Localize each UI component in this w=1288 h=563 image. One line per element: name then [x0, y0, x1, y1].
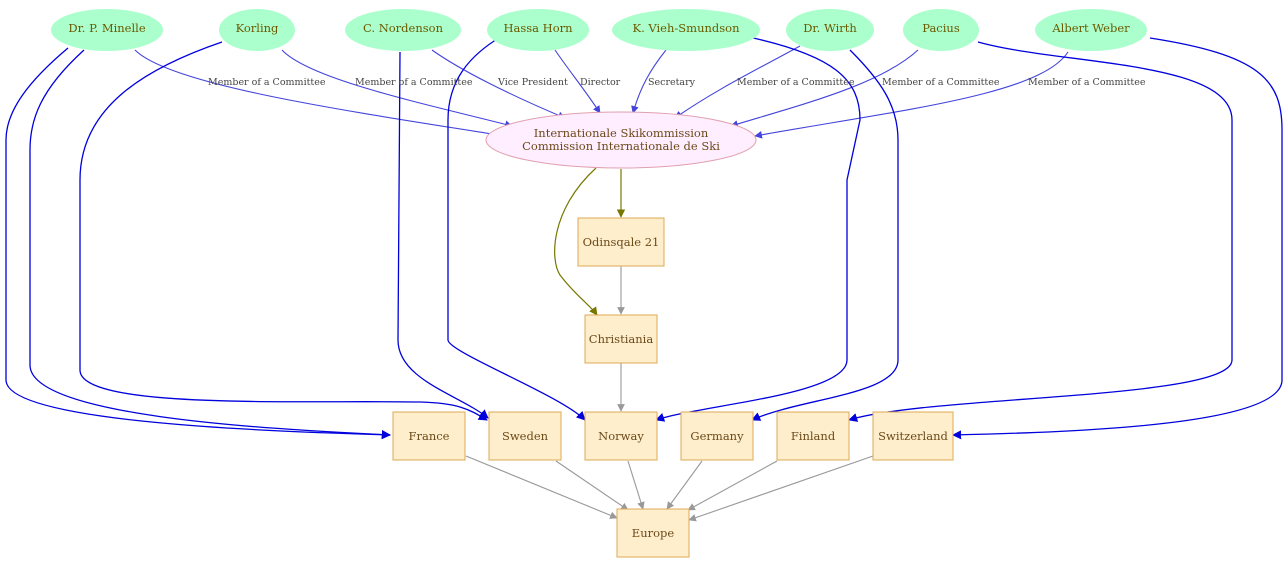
country-label: Sweden — [502, 429, 549, 443]
person-node-horn[interactable]: Hassa Horn — [487, 9, 589, 51]
country-edges — [5, 35, 1283, 440]
person-node-weber[interactable]: Albert Weber — [1035, 9, 1147, 51]
person-label: Hassa Horn — [503, 21, 573, 35]
person-nodes: Dr. P. Minelle Korling C. Nordenson Hass… — [51, 9, 1147, 51]
edge-weber-org — [754, 51, 1069, 139]
address-node[interactable]: Odinsqale 21 — [577, 217, 665, 267]
country-node-switzerland[interactable]: Switzerland — [872, 411, 954, 461]
edge-switzerland-europe — [688, 455, 874, 522]
person-label: K. Vieh-Smundson — [633, 21, 741, 35]
edge-nordenson-org — [431, 49, 566, 119]
edge-korling-org — [281, 49, 513, 129]
edge-org-city — [554, 167, 598, 316]
role-label-wirth: Member of a Committee — [737, 77, 855, 88]
edge-horn-org — [554, 49, 601, 114]
country-node-germany[interactable]: Germany — [680, 411, 754, 461]
edge-minelle-france-2 — [29, 49, 391, 440]
role-label-weber: Member of a Committee — [1028, 77, 1146, 88]
continent-label: Europe — [632, 526, 675, 540]
person-label: Albert Weber — [1051, 21, 1130, 35]
country-label: Germany — [690, 429, 744, 443]
edge-horn-norway — [447, 35, 586, 421]
city-label: Christiania — [589, 332, 654, 346]
role-label-minelle: Member of a Committee — [208, 77, 326, 88]
country-node-france[interactable]: France — [392, 411, 466, 461]
edge-pacius-finland — [848, 41, 1233, 422]
gray-edges — [465, 266, 874, 522]
edge-nordenson-sweden — [397, 51, 489, 419]
organization-name-de: Internationale Skikommission — [534, 126, 709, 140]
edge-france-europe — [465, 455, 618, 519]
edge-weber-switzerland — [952, 37, 1283, 440]
person-label: Korling — [236, 21, 279, 35]
city-node[interactable]: Christiania — [584, 314, 658, 364]
role-label-horn: Director — [580, 77, 621, 88]
person-node-minelle[interactable]: Dr. P. Minelle — [51, 9, 163, 51]
continent-node-europe[interactable]: Europe — [616, 508, 690, 558]
country-node-finland[interactable]: Finland — [776, 411, 850, 461]
organization-name-fr: Commission Internationale de Ski — [522, 139, 720, 153]
edge-norway-europe — [627, 460, 645, 510]
edge-wirth-org — [674, 45, 801, 119]
country-label: Norway — [598, 429, 644, 443]
edge-germany-europe — [666, 460, 703, 510]
role-label-nordenson: Vice President — [497, 77, 568, 88]
person-label: Pacius — [922, 21, 960, 35]
country-label: Switzerland — [878, 429, 948, 443]
organization-node[interactable]: Internationale Skikommission Commission … — [485, 111, 757, 169]
person-node-wirth[interactable]: Dr. Wirth — [786, 9, 874, 51]
person-node-korling[interactable]: Korling — [219, 9, 295, 51]
country-label: Finland — [791, 429, 836, 443]
person-node-vieh[interactable]: K. Vieh-Smundson — [612, 9, 760, 51]
role-labels: Member of a Committee Member of a Commit… — [208, 77, 1146, 88]
person-label: C. Nordenson — [363, 21, 444, 35]
edge-vieh-norway — [655, 35, 861, 422]
address-label: Odinsqale 21 — [583, 235, 660, 249]
edge-minelle-france-1 — [5, 47, 391, 440]
person-node-pacius[interactable]: Pacius — [903, 9, 979, 51]
country-label: France — [409, 429, 450, 443]
edge-wirth-germany — [751, 49, 899, 421]
org-edges — [554, 167, 626, 316]
edge-minelle-org — [134, 49, 506, 139]
person-label: Dr. Wirth — [803, 21, 857, 35]
role-label-vieh: Secretary — [648, 77, 696, 88]
place-nodes: Odinsqale 21 Christiania France Sweden N… — [392, 217, 954, 558]
country-node-norway[interactable]: Norway — [584, 411, 658, 461]
edge-vieh-org — [631, 49, 667, 114]
country-node-sweden[interactable]: Sweden — [488, 411, 562, 461]
role-label-pacius: Member of a Committee — [882, 77, 1000, 88]
person-label: Dr. P. Minelle — [68, 21, 146, 35]
edge-korling-sweden — [79, 41, 488, 421]
role-label-korling: Member of a Committee — [355, 77, 473, 88]
edge-sweden-europe — [555, 460, 629, 511]
person-node-nordenson[interactable]: C. Nordenson — [345, 9, 461, 51]
role-edges — [134, 45, 1069, 139]
edge-pacius-org — [730, 49, 919, 128]
edge-finland-europe — [687, 460, 778, 511]
